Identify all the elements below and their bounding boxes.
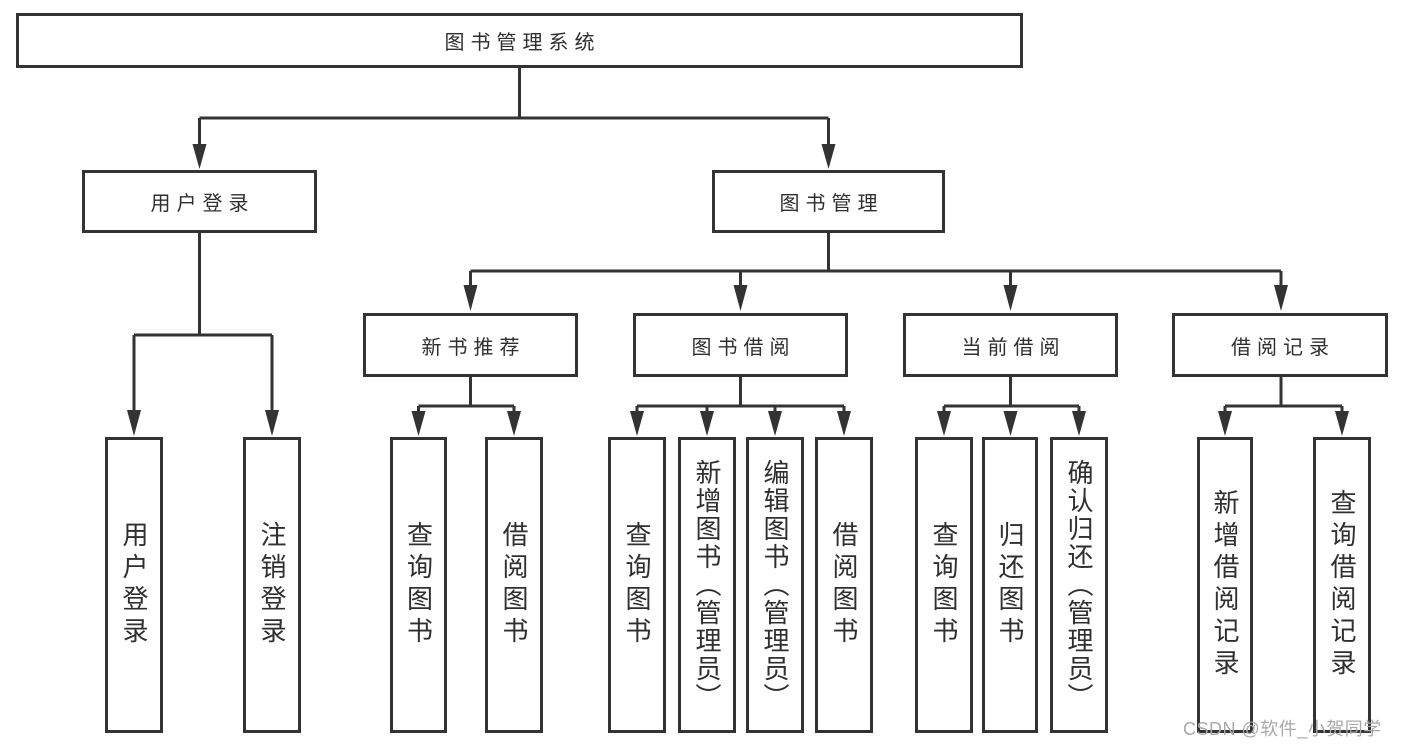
- arrowhead: [1274, 285, 1288, 311]
- node-label: 借阅图书: [499, 521, 529, 649]
- arrowhead: [1072, 411, 1086, 436]
- edges-root: [192, 68, 836, 169]
- node-label: 查询图书: [929, 521, 959, 649]
- node-label: 查询借阅记录: [1327, 489, 1357, 681]
- arrowhead: [463, 285, 478, 311]
- leaf-add-books-admin: 新增图书（管理员）: [678, 437, 736, 733]
- node-book-management: 图书管理: [712, 170, 945, 233]
- leaf-user-login: 用户登录: [105, 437, 163, 733]
- node-label: 用户登录: [119, 521, 149, 649]
- node-label: 新增借阅记录: [1210, 489, 1240, 681]
- node-book-borrowing: 图书借阅: [633, 313, 848, 377]
- node-new-book-recommendation: 新书推荐: [363, 313, 578, 377]
- arrowhead: [265, 410, 279, 436]
- node-label: 注销登录: [257, 521, 287, 649]
- leaf-logout: 注销登录: [243, 437, 301, 733]
- edges-user-login: [127, 233, 279, 436]
- node-library-management-system: 图书管理系统: [16, 13, 1023, 68]
- node-user-login: 用户登录: [82, 170, 317, 233]
- node-label: 图书借阅: [691, 336, 796, 359]
- leaf-query-books-recommend: 查询图书: [390, 437, 447, 733]
- arrowhead: [127, 410, 141, 436]
- arrowhead: [821, 144, 836, 169]
- node-label: 用户登录: [150, 193, 255, 215]
- edges-borrowing-records: [1218, 377, 1349, 436]
- leaf-borrow-books-borrowing: 借阅图书: [815, 437, 873, 733]
- arrowhead: [192, 144, 207, 169]
- arrowhead: [768, 411, 782, 436]
- node-label: 查询图书: [403, 521, 434, 649]
- leaf-confirm-return-admin: 确认归还（管理员）: [1050, 437, 1108, 733]
- arrowhead: [1003, 411, 1018, 436]
- edges-current-borrowing: [937, 377, 1086, 436]
- edges-book-borrowing: [630, 377, 851, 436]
- arrowhead: [411, 411, 426, 436]
- leaf-query-books-current: 查询图书: [915, 437, 973, 733]
- node-label: 查询图书: [622, 521, 652, 649]
- node-label: 新书推荐: [421, 336, 526, 359]
- arrowhead: [733, 285, 748, 311]
- leaf-edit-books-admin: 编辑图书（管理员）: [746, 437, 804, 733]
- arrowhead: [1003, 285, 1018, 311]
- node-label: 当前借阅: [961, 336, 1066, 359]
- leaf-borrow-books-recommend: 借阅图书: [485, 437, 543, 733]
- node-label: 借阅记录: [1231, 336, 1335, 359]
- node-label: 新增图书（管理员）: [692, 459, 722, 711]
- arrowhead: [630, 411, 644, 436]
- edges-book-management: [463, 233, 1288, 311]
- node-label: 编辑图书（管理员）: [760, 459, 790, 711]
- node-label: 借阅图书: [829, 521, 859, 649]
- edges-new-book-recommendation: [411, 377, 521, 436]
- arrowhead: [507, 411, 521, 436]
- arrowhead: [837, 411, 851, 436]
- watermark: CSDN @软件_小贺同学: [1183, 719, 1382, 739]
- arrowhead: [1335, 411, 1349, 436]
- node-borrowing-records: 借阅记录: [1172, 313, 1388, 377]
- node-label: 图书管理: [779, 193, 884, 215]
- leaf-add-borrow-record: 新增借阅记录: [1197, 437, 1253, 733]
- node-label: 确认归还（管理员）: [1064, 459, 1094, 711]
- leaf-query-books-borrowing: 查询图书: [608, 437, 666, 733]
- leaf-query-borrow-record: 查询借阅记录: [1313, 437, 1371, 733]
- node-label: 图书管理系统: [444, 32, 601, 54]
- arrowhead: [700, 411, 714, 436]
- arrowhead: [1218, 411, 1232, 436]
- node-label: 归还图书: [995, 521, 1025, 649]
- leaf-return-books: 归还图书: [982, 437, 1038, 733]
- arrowhead: [937, 411, 951, 436]
- node-current-borrowing: 当前借阅: [903, 313, 1118, 377]
